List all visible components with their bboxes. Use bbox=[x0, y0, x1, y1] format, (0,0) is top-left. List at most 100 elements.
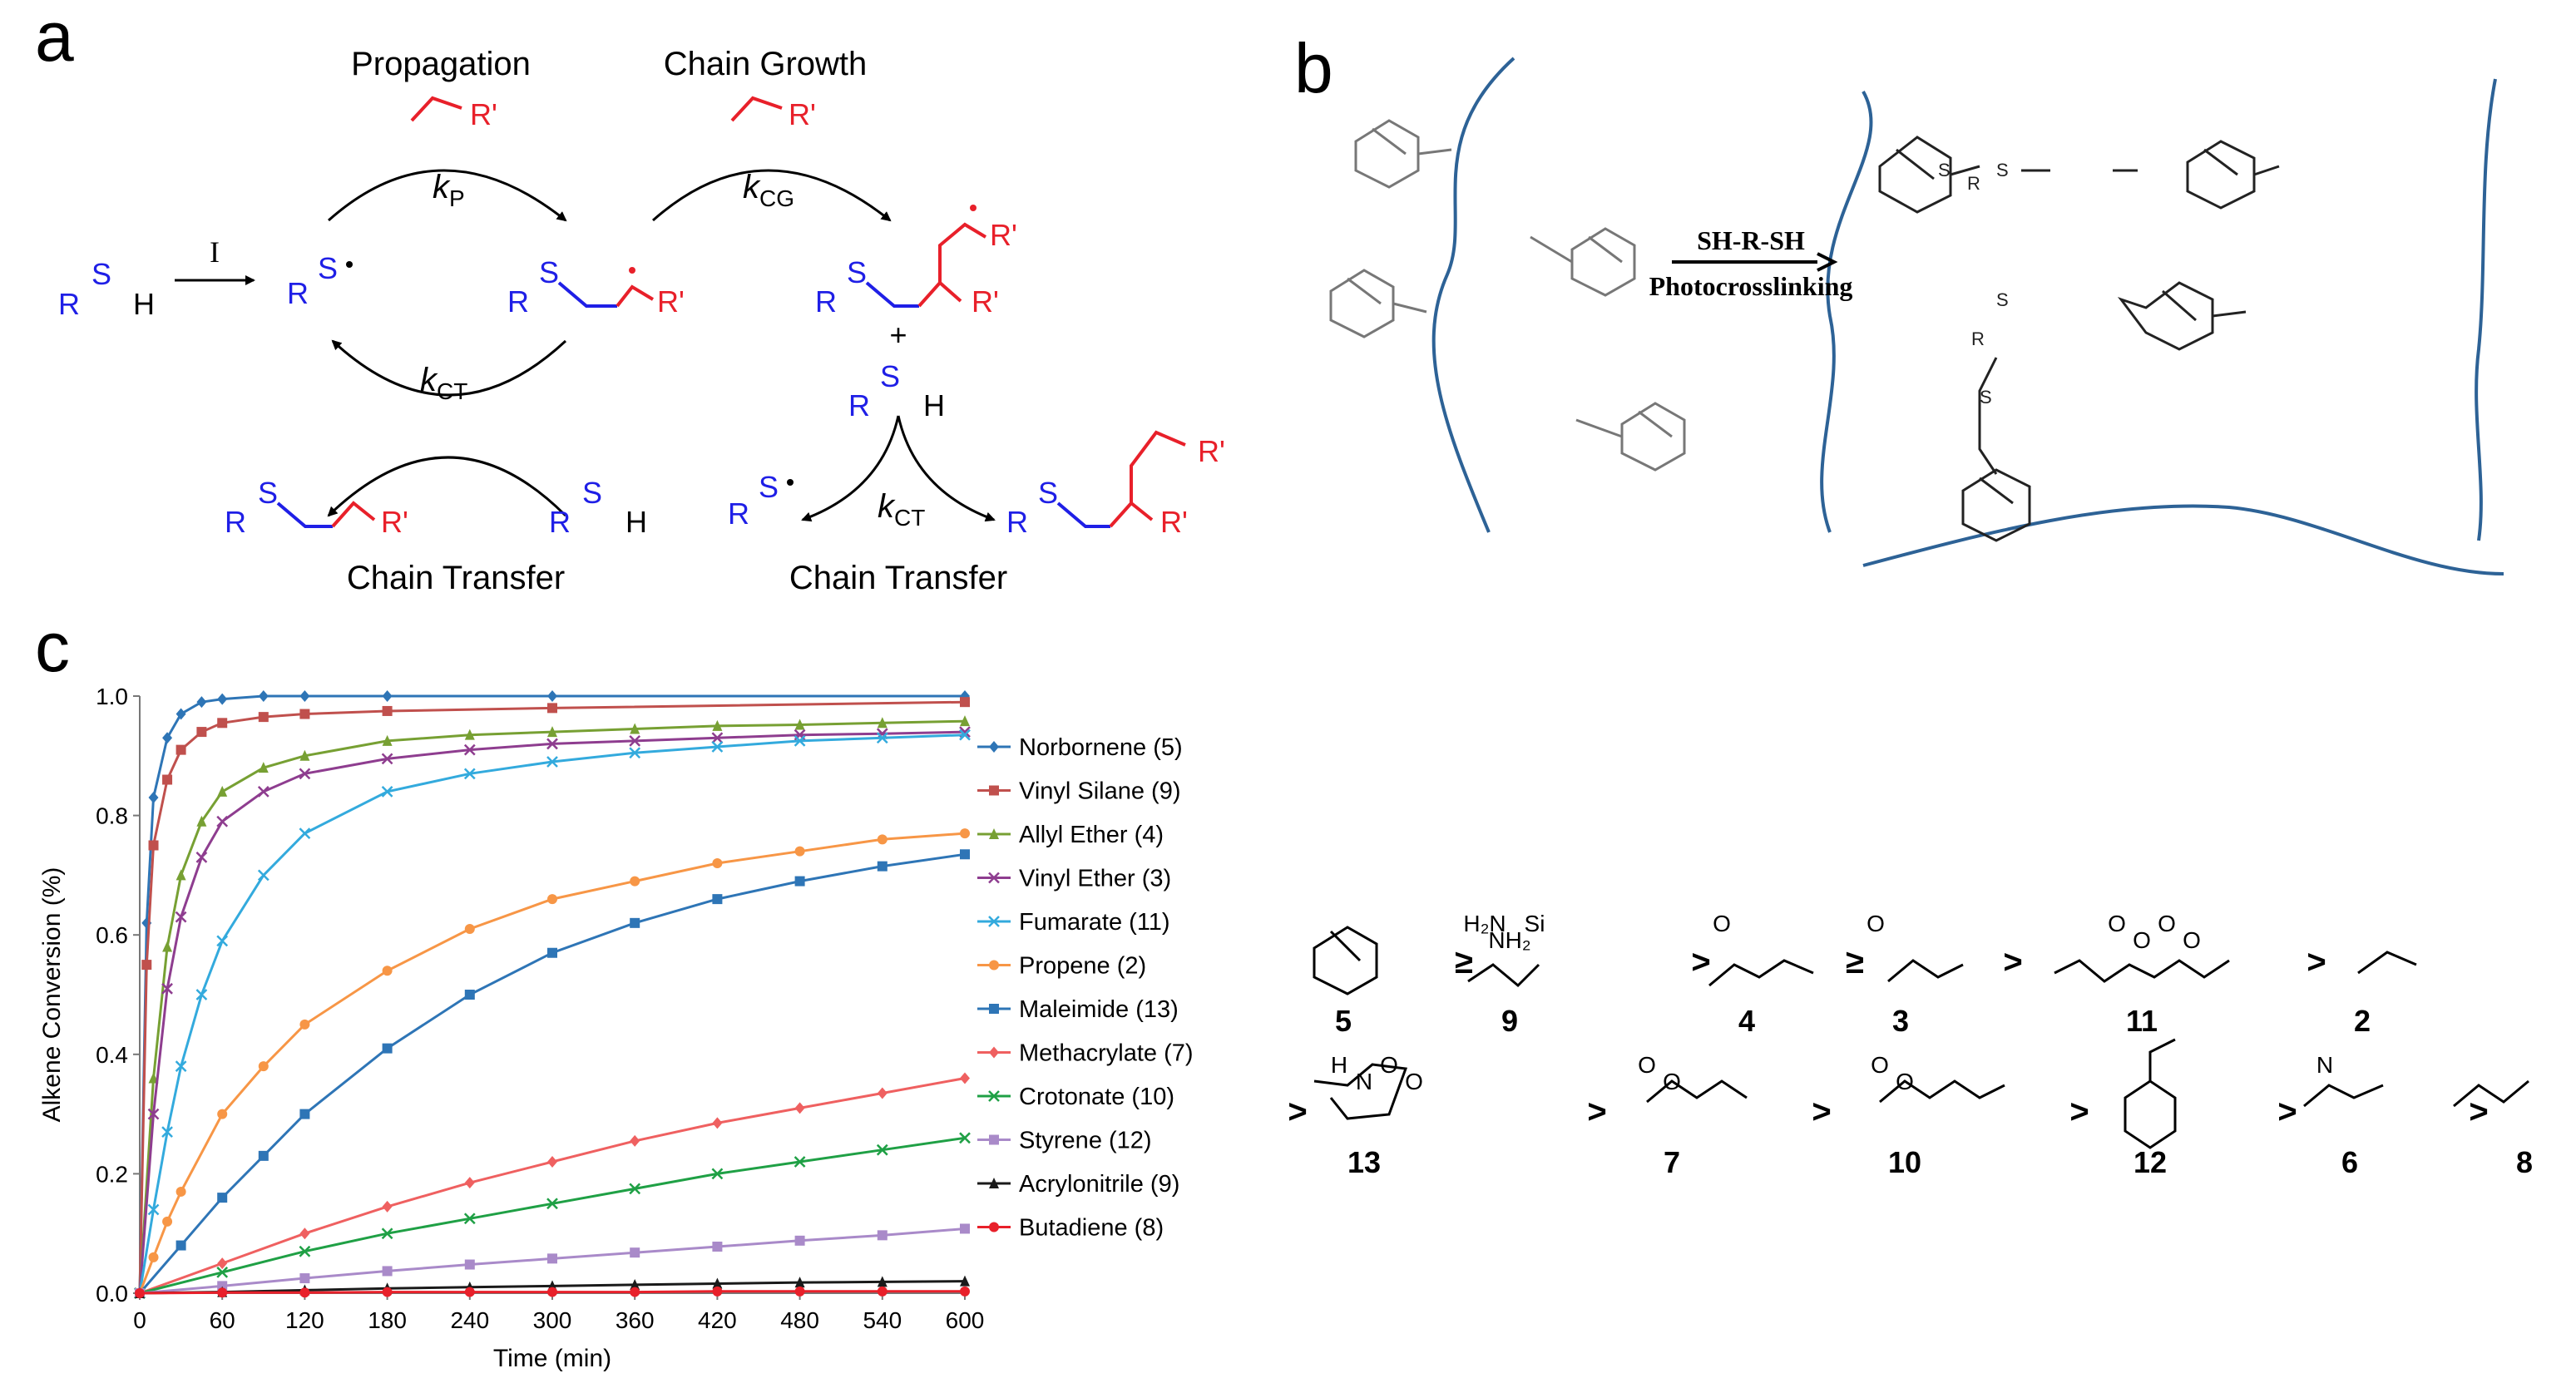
data-point bbox=[258, 762, 269, 773]
data-point bbox=[630, 723, 640, 734]
data-point bbox=[630, 1134, 640, 1147]
svg-text:S: S bbox=[91, 257, 111, 291]
data-point bbox=[630, 1278, 640, 1290]
data-point bbox=[630, 917, 640, 928]
y-tick-label: 0.0 bbox=[96, 1281, 128, 1306]
order-operator: > bbox=[2069, 1094, 2089, 1130]
legend-marker bbox=[989, 741, 999, 753]
structure-norbornene bbox=[1313, 926, 1378, 995]
data-point bbox=[629, 1183, 641, 1195]
data-point bbox=[794, 1156, 806, 1168]
data-point bbox=[162, 732, 173, 744]
legend-label: Vinyl Ether (3) bbox=[1019, 866, 1171, 892]
photocrosslinking-scheme: SH-R-SH Photocrosslinking S R S S R S bbox=[1329, 57, 2504, 575]
data-point bbox=[463, 743, 476, 756]
y-tick-label: 0.4 bbox=[96, 1042, 128, 1068]
alkene-reagent-1 bbox=[410, 96, 462, 122]
data-point bbox=[547, 1156, 557, 1168]
atom-label: O bbox=[1866, 911, 1885, 936]
series-Propene (2) bbox=[135, 828, 970, 1298]
series-line bbox=[138, 734, 966, 1294]
data-point bbox=[877, 1276, 888, 1287]
structure-crotonate bbox=[1879, 1079, 2005, 1104]
data-point bbox=[382, 705, 393, 716]
x-tick-label: 300 bbox=[533, 1307, 572, 1333]
data-point bbox=[147, 1203, 160, 1216]
legend-entry: Norbornene (5) bbox=[977, 734, 1183, 761]
data-point bbox=[546, 1198, 558, 1210]
atom-label: H bbox=[1331, 1052, 1347, 1078]
atom-rprime: R' bbox=[789, 97, 816, 131]
data-point bbox=[877, 717, 888, 729]
x-tick-label: 480 bbox=[780, 1307, 819, 1333]
legend-entry: Butadiene (8) bbox=[977, 1215, 1164, 1242]
series-line bbox=[138, 852, 966, 1294]
alkene-reagent-2 bbox=[730, 96, 783, 122]
data-point bbox=[257, 869, 269, 882]
data-point bbox=[299, 827, 311, 840]
data-point bbox=[148, 792, 159, 804]
x-tick-label: 420 bbox=[698, 1307, 737, 1333]
atom-label: NH₂ bbox=[1488, 927, 1530, 953]
legend-label: Vinyl Silane (9) bbox=[1019, 778, 1181, 805]
data-point bbox=[162, 1216, 173, 1227]
legend-marker bbox=[989, 1004, 999, 1014]
order-operator: > bbox=[1691, 944, 1710, 980]
data-point bbox=[960, 697, 970, 708]
legend-entry: Vinyl Silane (9) bbox=[977, 778, 1181, 805]
data-point bbox=[794, 846, 805, 857]
compound-number-13: 13 bbox=[1347, 1145, 1381, 1179]
order-operator: > bbox=[2277, 1094, 2297, 1130]
svg-text:S: S bbox=[318, 251, 338, 285]
svg-text:R: R bbox=[549, 505, 571, 539]
data-point bbox=[630, 1287, 640, 1297]
data-point bbox=[299, 1227, 310, 1240]
svg-text:H: H bbox=[133, 287, 155, 321]
order-operator: ≥ bbox=[1455, 944, 1473, 980]
svg-text:R': R' bbox=[972, 284, 999, 319]
x-tick-label: 60 bbox=[210, 1307, 235, 1333]
data-point bbox=[547, 1253, 557, 1264]
data-point bbox=[216, 935, 229, 947]
svg-text:S: S bbox=[1980, 387, 1992, 408]
data-point bbox=[960, 1286, 970, 1297]
data-point bbox=[960, 1223, 970, 1234]
series-Vinyl Ether (3) bbox=[134, 726, 971, 1299]
svg-text:S: S bbox=[1996, 160, 2009, 180]
data-point bbox=[161, 982, 173, 995]
atom-label: O bbox=[1405, 1069, 1423, 1094]
legend-label: Propene (2) bbox=[1019, 953, 1146, 980]
series-Norbornene (5) bbox=[135, 690, 970, 1299]
structure-fumarate bbox=[2054, 959, 2230, 983]
chain-growth-label: Chain Growth bbox=[664, 46, 868, 82]
structure-butadiene bbox=[2453, 1079, 2529, 1108]
data-point bbox=[176, 1186, 186, 1197]
data-point bbox=[382, 1287, 393, 1297]
svg-text:kP: kP bbox=[433, 169, 465, 211]
data-point bbox=[877, 1230, 888, 1241]
data-point bbox=[876, 732, 888, 744]
data-point bbox=[712, 719, 723, 731]
structure-styrene bbox=[2124, 1038, 2177, 1149]
process-label: Photocrosslinking bbox=[1649, 271, 1853, 301]
data-point bbox=[258, 1150, 269, 1161]
polymer-chain-bottom-product bbox=[1862, 504, 2504, 575]
data-point bbox=[794, 734, 806, 747]
data-point bbox=[162, 941, 173, 952]
data-point bbox=[960, 715, 970, 727]
data-point bbox=[959, 729, 971, 741]
data-point bbox=[463, 1213, 476, 1225]
legend-entry: Allyl Ether (4) bbox=[977, 822, 1164, 848]
structure-methacrylate bbox=[1646, 1079, 1748, 1104]
legend-marker bbox=[988, 1090, 1000, 1102]
legend-entry: Methacrylate (7) bbox=[977, 1040, 1194, 1067]
data-point bbox=[382, 690, 393, 702]
legend-marker bbox=[988, 872, 1000, 884]
structure-propene bbox=[2357, 951, 2417, 975]
data-point bbox=[217, 718, 228, 729]
atom-label: O bbox=[2158, 911, 2176, 936]
compound-number-6: 6 bbox=[2341, 1145, 2358, 1179]
data-point bbox=[176, 869, 186, 881]
data-point bbox=[258, 712, 269, 723]
svg-text:S: S bbox=[847, 255, 867, 289]
